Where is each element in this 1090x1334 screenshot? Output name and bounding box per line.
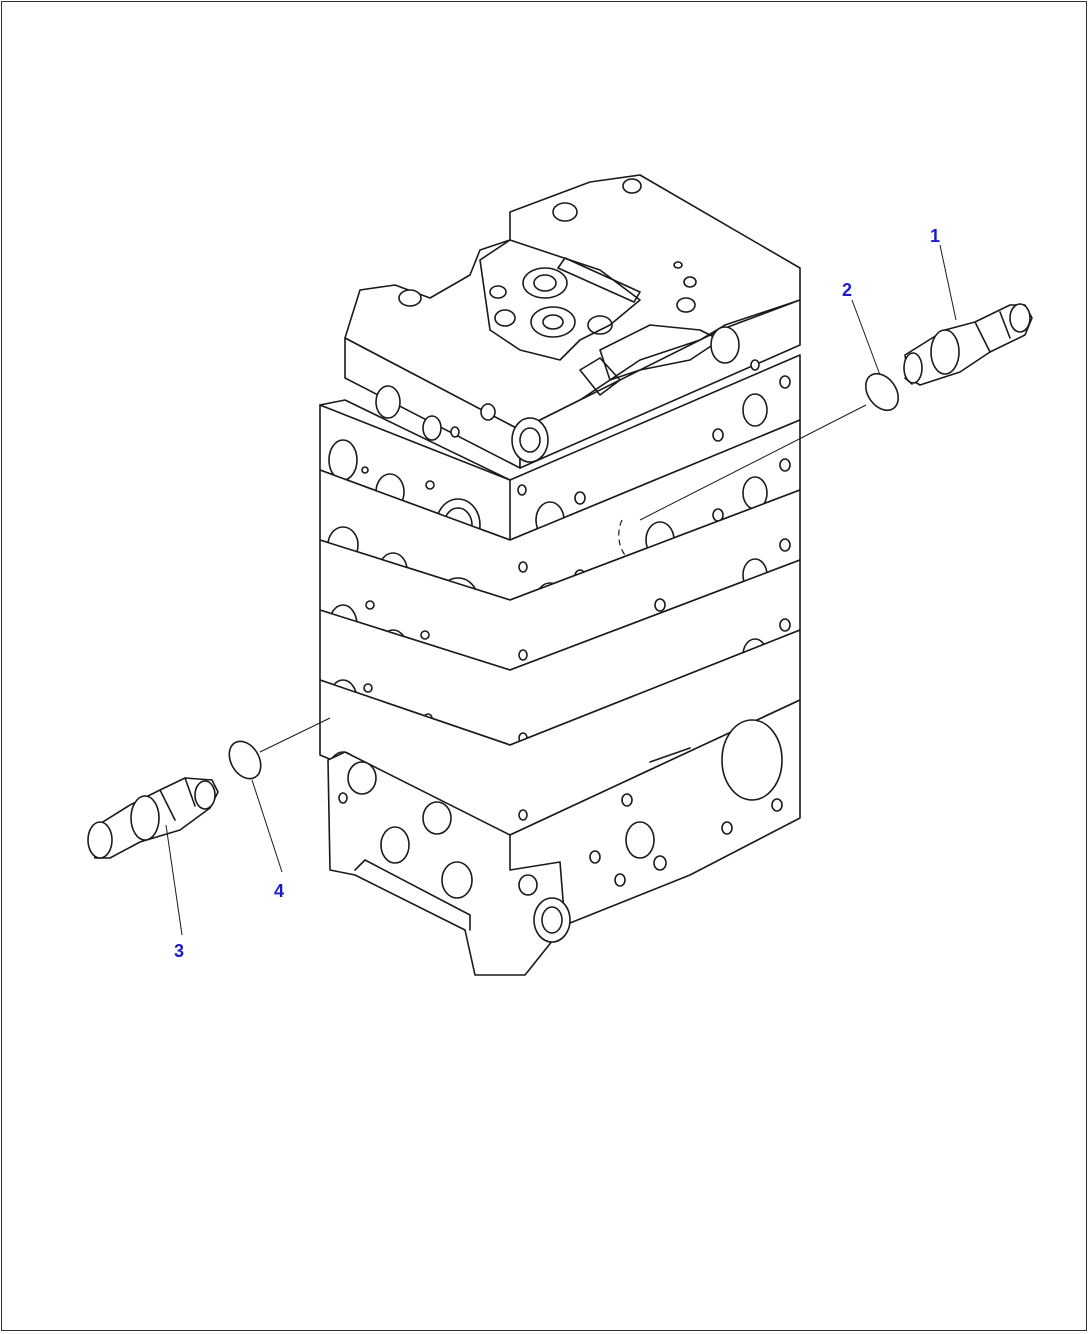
part-3-relief-valve [87,777,219,859]
callout-3: 3 [174,941,184,961]
callout-1: 1 [930,226,940,246]
bottom-cover [327,699,801,976]
callout-4: 4 [274,881,284,901]
control-valve-body [319,174,801,976]
top-cover [344,174,801,469]
leader-lines [165,244,957,936]
part-1-relief-valve [903,303,1033,386]
callout-2: 2 [842,280,852,300]
callout-labels: 1 2 3 4 [174,226,940,961]
part-2-o-ring [864,372,900,412]
part-4-o-ring [228,740,262,780]
